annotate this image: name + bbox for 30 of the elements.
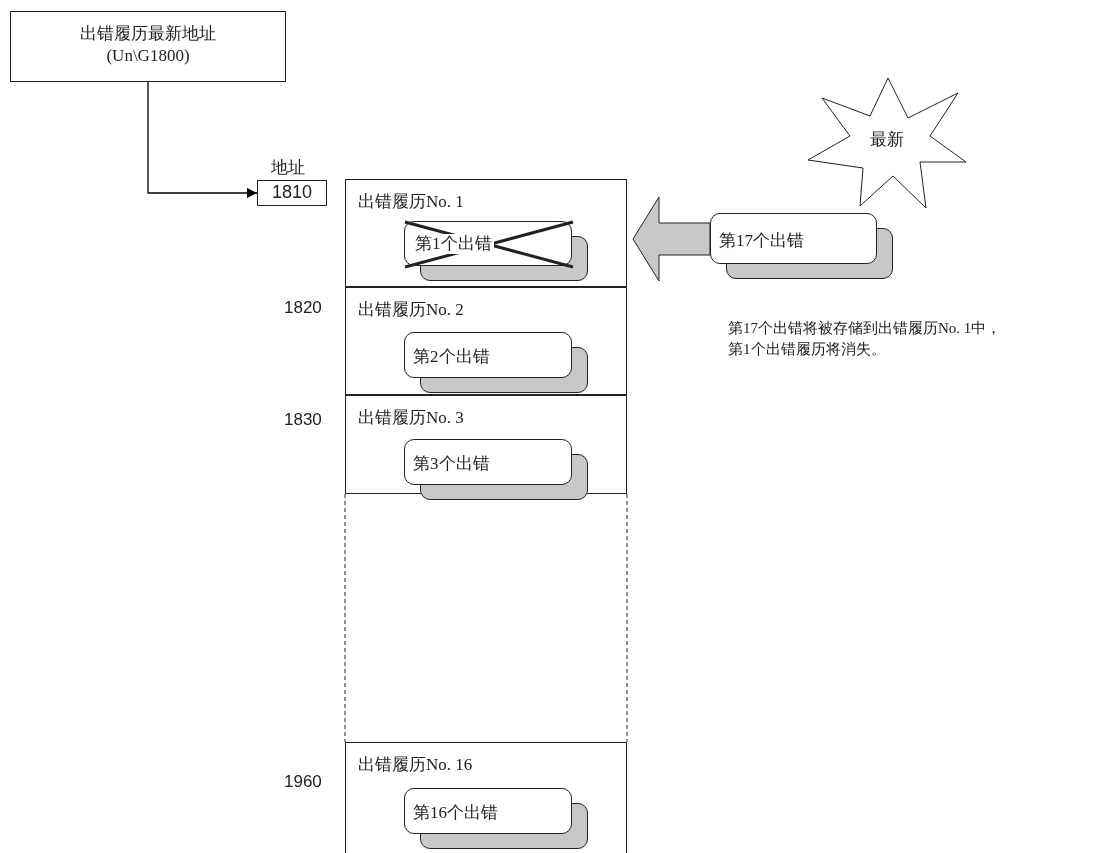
slot-title: 出错履历No. 2 (358, 299, 464, 321)
error-card (404, 788, 572, 834)
address-label: 1820 (284, 298, 322, 318)
address-label: 1960 (284, 772, 322, 792)
note-text: 第17个出错将被存储到出错履历No. 1中，第1个出错履历将消失。 (728, 319, 1003, 359)
slot-title: 出错履历No. 1 (358, 191, 464, 213)
card-text: 第17个出错 (719, 229, 804, 252)
starburst-text: 最新 (869, 129, 905, 151)
box-text: 出错履历最新地址 (79, 23, 217, 45)
address-label: 1830 (284, 410, 322, 430)
slot-title: 出错履历No. 3 (358, 407, 464, 429)
history-slot (345, 742, 627, 853)
card-text: 第16个出错 (413, 802, 498, 824)
history-slot (345, 287, 627, 395)
error-card (404, 332, 572, 378)
starburst-shape (808, 78, 966, 208)
card-text: 第1个出错 (413, 233, 494, 254)
address-heading: 地址 (271, 157, 305, 179)
address-cell (257, 180, 327, 206)
error-card (404, 439, 572, 485)
arrow (147, 81, 258, 198)
address-value: 1810 (270, 182, 313, 203)
block-arrow (632, 196, 711, 282)
box-text: (Un\G1800) (105, 46, 191, 66)
history-slot (345, 179, 627, 287)
slot-title: 出错履历No. 16 (358, 754, 473, 776)
card-text: 第3个出错 (413, 453, 490, 475)
card-text: 第2个出错 (413, 346, 490, 368)
error-card (710, 213, 877, 264)
address-box (10, 11, 286, 82)
